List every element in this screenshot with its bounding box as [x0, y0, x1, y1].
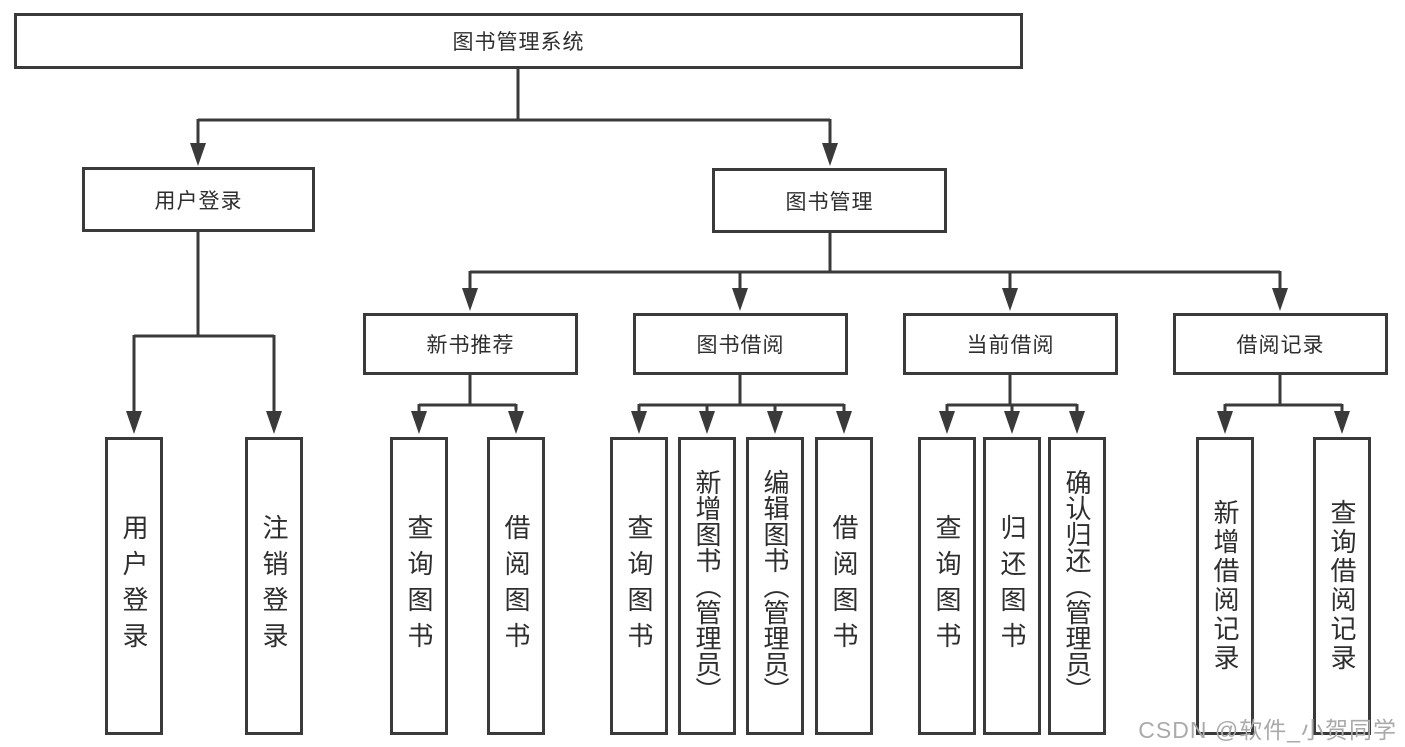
- node-label: 图书管理: [785, 190, 874, 214]
- leaf-query-borrow-record: 查询借阅记录: [1313, 437, 1371, 735]
- leaf-edit-books-admin: 编辑图书（管理员）: [746, 437, 804, 735]
- node-label: 借阅图书: [501, 514, 531, 658]
- node-label: 用户登录: [154, 189, 243, 213]
- leaf-borrow-books-1: 借阅图书: [487, 437, 545, 735]
- node-label: 确认归还（管理员）: [1062, 469, 1092, 703]
- node-label: 用户登录: [119, 514, 149, 658]
- node-new-book-recommend: 新书推荐: [363, 313, 578, 375]
- node-borrow-records: 借阅记录: [1173, 313, 1388, 375]
- node-label: 借阅图书: [829, 514, 859, 658]
- leaf-logout: 注销登录: [245, 437, 303, 735]
- node-label: 图书管理系统: [452, 31, 585, 54]
- node-book-management-branch: 图书管理: [712, 168, 947, 233]
- node-label: 新书推荐: [426, 334, 515, 357]
- leaf-user-login: 用户登录: [105, 437, 163, 735]
- leaf-add-borrow-record: 新增借阅记录: [1196, 437, 1254, 735]
- node-label: 当前借阅: [966, 334, 1055, 357]
- node-current-borrowing: 当前借阅: [903, 313, 1118, 375]
- node-label: 查询借阅记录: [1327, 499, 1357, 673]
- node-user-login-branch: 用户登录: [82, 167, 315, 232]
- node-label: 注销登录: [259, 514, 289, 658]
- node-book-borrowing: 图书借阅: [633, 313, 848, 375]
- node-label: 编辑图书（管理员）: [760, 469, 790, 703]
- csdn-watermark: CSDN @软件_小贺同学: [1138, 717, 1397, 743]
- node-label: 查询图书: [624, 514, 654, 658]
- leaf-query-books-2: 查询图书: [610, 437, 668, 735]
- node-label: 新增借阅记录: [1210, 499, 1240, 673]
- leaf-borrow-books-2: 借阅图书: [815, 437, 873, 735]
- leaf-query-books-1: 查询图书: [390, 437, 448, 735]
- node-library-management-system: 图书管理系统: [14, 13, 1023, 69]
- node-label: 借阅记录: [1236, 334, 1325, 357]
- node-label: 归还图书: [997, 514, 1027, 658]
- node-label: 图书借阅: [696, 334, 785, 357]
- node-label: 新增图书（管理员）: [692, 469, 722, 703]
- node-label: 查询图书: [932, 514, 962, 658]
- leaf-confirm-return-admin: 确认归还（管理员）: [1048, 437, 1106, 735]
- leaf-return-books: 归还图书: [983, 437, 1041, 735]
- node-label: 查询图书: [404, 514, 434, 658]
- leaf-add-books-admin: 新增图书（管理员）: [678, 437, 736, 735]
- leaf-query-books-3: 查询图书: [918, 437, 976, 735]
